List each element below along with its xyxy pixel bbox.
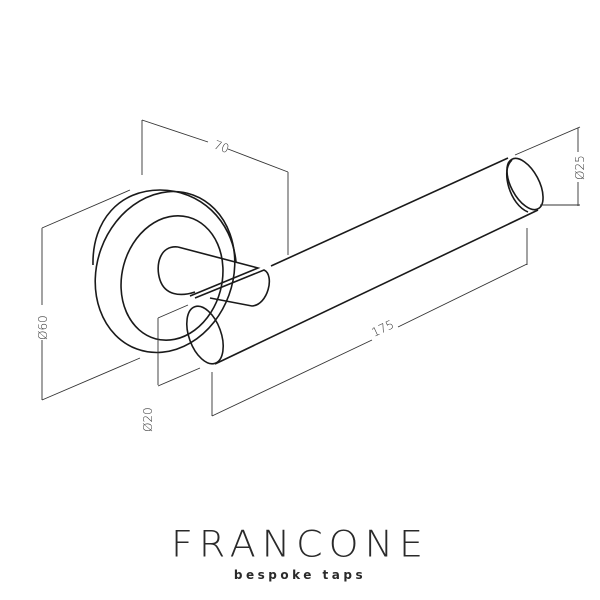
brand-tagline: Bespoke Taps (233, 568, 367, 582)
dimension-diameter-20: Ø20 (141, 304, 201, 432)
dimension-175: 175 (211, 228, 528, 417)
wall-rosette (92, 189, 271, 354)
dimension-label-length: 175 (369, 317, 396, 339)
dimension-label-depth: 70 (212, 138, 231, 156)
dimension-label-end-diameter: Ø25 (573, 155, 587, 180)
dimension-diameter-25: Ø25 (514, 126, 587, 206)
dimension-label-bar-diameter: Ø20 (141, 407, 155, 432)
dimension-70: 70 (141, 119, 289, 255)
dimension-label-rosette-diameter: Ø60 (36, 315, 50, 340)
brand-logo-name: FRANCONE (170, 523, 430, 565)
holder-bar (185, 157, 544, 365)
dimension-diameter-60: Ø60 (36, 189, 141, 401)
